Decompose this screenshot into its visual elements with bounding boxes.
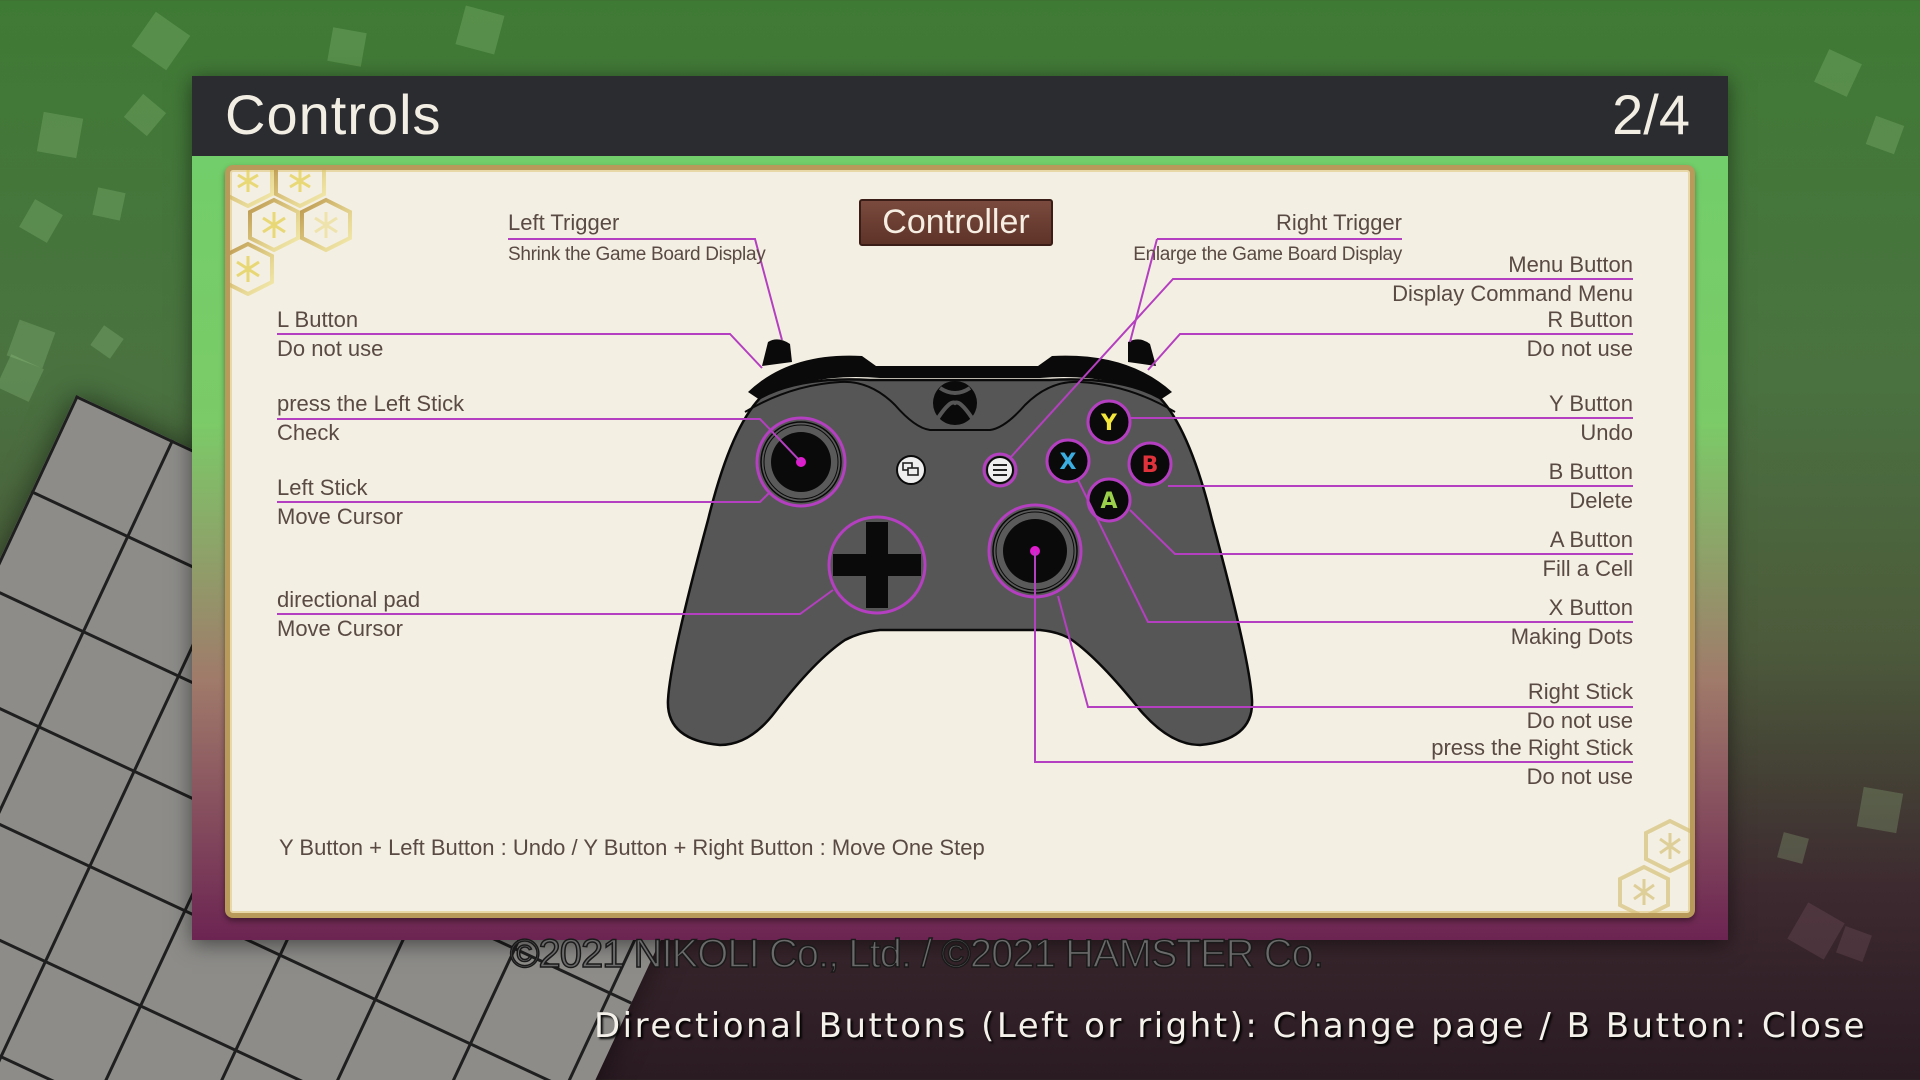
button-combo-note: Y Button + Left Button : Undo / Y Button… bbox=[279, 835, 985, 860]
a-button-label: A Button bbox=[1549, 527, 1633, 552]
x-button-action: Making Dots bbox=[1510, 624, 1633, 649]
copyright-text: ©2021 NIKOLI Co., Ltd. / ©2021 HAMSTER C… bbox=[509, 931, 1324, 977]
panel-header: Controls 2/4 bbox=[192, 76, 1728, 156]
hexagon-pattern-icon bbox=[1618, 818, 1690, 913]
dpad-label: directional pad bbox=[277, 587, 421, 612]
press-right-stick-action: Do not use bbox=[1526, 764, 1633, 789]
controls-card bbox=[225, 165, 1695, 918]
press-right-stick-label: press the Right Stick bbox=[1431, 735, 1633, 760]
a-button-action: Fill a Cell bbox=[1542, 556, 1633, 581]
l-button-action: Do not use bbox=[277, 336, 384, 361]
b-button-label: B Button bbox=[1548, 459, 1633, 484]
x-button-label: X Button bbox=[1548, 595, 1633, 620]
right-trigger-action: Enlarge the Game Board Display bbox=[1133, 244, 1402, 265]
left-trigger-label: Left Trigger bbox=[508, 210, 620, 235]
b-button-action: Delete bbox=[1569, 488, 1633, 513]
y-button-action: Undo bbox=[1580, 420, 1633, 445]
l-button-label: L Button bbox=[277, 307, 359, 332]
left-stick-label: Left Stick bbox=[277, 475, 368, 500]
r-button-label: R Button bbox=[1547, 307, 1633, 332]
dpad-action: Move Cursor bbox=[277, 616, 403, 641]
controller-section-badge: Controller bbox=[859, 199, 1053, 246]
menu-button-action: Display Command Menu bbox=[1392, 281, 1633, 306]
page-indicator: 2/4 bbox=[1612, 83, 1690, 146]
menu-button-label: Menu Button bbox=[1508, 252, 1633, 277]
left-trigger-action: Shrink the Game Board Display bbox=[508, 244, 766, 265]
left-stick-action: Move Cursor bbox=[277, 504, 403, 529]
hexagon-pattern-icon bbox=[230, 170, 352, 297]
page-title: Controls bbox=[225, 83, 442, 146]
right-trigger-label: Right Trigger bbox=[1276, 210, 1402, 235]
press-left-stick-label: press the Left Stick bbox=[277, 391, 465, 416]
r-button-action: Do not use bbox=[1526, 336, 1633, 361]
right-stick-label: Right Stick bbox=[1527, 679, 1633, 704]
press-left-stick-action: Check bbox=[277, 420, 340, 445]
right-stick-action: Do not use bbox=[1526, 708, 1633, 733]
navigation-help-text: Directional Buttons (Left or right): Cha… bbox=[594, 1006, 1868, 1046]
y-button-label: Y Button bbox=[1549, 391, 1633, 416]
